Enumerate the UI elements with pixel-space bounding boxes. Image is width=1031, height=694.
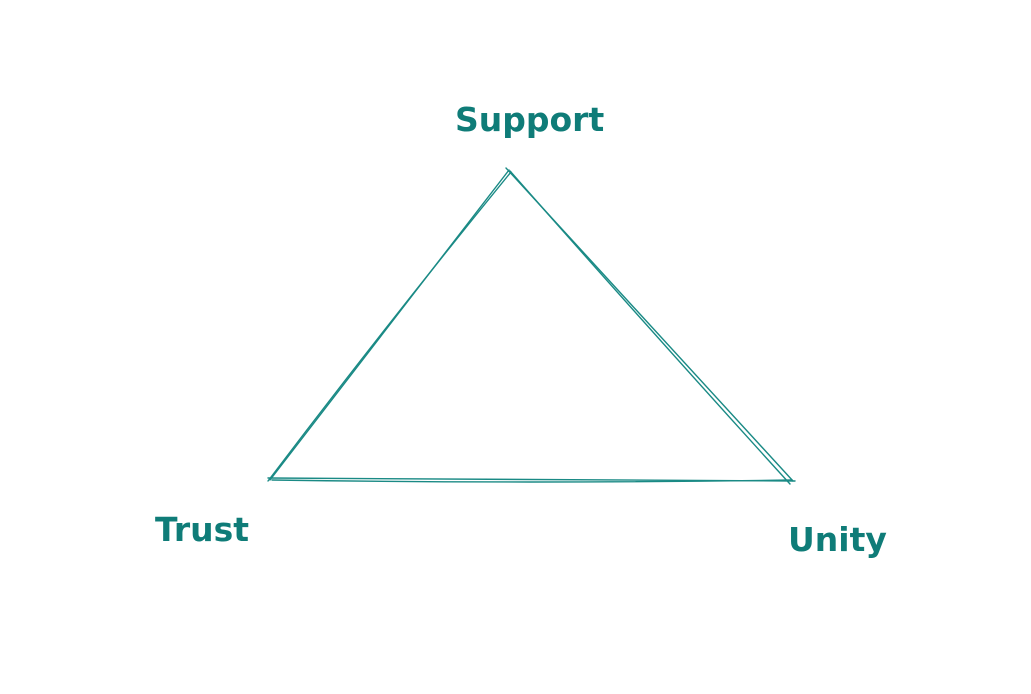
triangle-edge-left <box>269 169 510 481</box>
label-trust: Trust <box>155 510 249 549</box>
label-support: Support <box>455 100 604 139</box>
triangle-edge-bottom-sketch <box>271 479 793 483</box>
triangle-edge-left-sketch <box>267 171 512 482</box>
label-unity: Unity <box>788 520 887 559</box>
triangle-edge-right-sketch <box>509 170 791 485</box>
triangle <box>267 167 796 485</box>
